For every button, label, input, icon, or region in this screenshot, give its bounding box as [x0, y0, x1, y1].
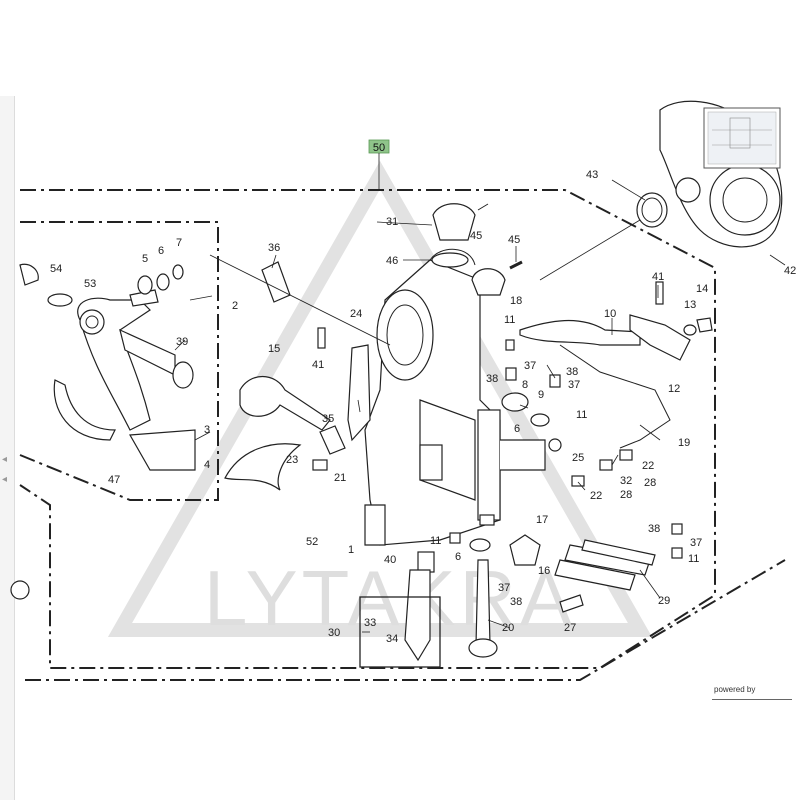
assembly-boundary-outer [25, 559, 786, 681]
callout-38b: 38 [566, 366, 578, 378]
callout-6: 6 [158, 245, 164, 257]
callout-23: 23 [286, 454, 298, 466]
callout-6c: 6 [455, 551, 461, 563]
callout-47: 47 [108, 474, 120, 486]
left-scroll-bar[interactable]: ◂ ◂ [0, 96, 15, 800]
callout-14: 14 [696, 283, 708, 295]
callout-20: 20 [502, 622, 514, 634]
callout-16: 16 [538, 565, 550, 577]
callout-21: 21 [334, 472, 346, 484]
callout-45b: 45 [508, 234, 520, 246]
callout-25: 25 [572, 452, 584, 464]
callout-labels: 1 2 3 4 5 6 6 6 7 8 9 10 11 11 11 11 12 … [50, 169, 796, 645]
callout-11: 11 [504, 314, 515, 326]
callout-52: 52 [306, 536, 318, 548]
callout-11b: 11 [576, 409, 587, 421]
lever-assembly [10, 263, 196, 600]
callout-1: 1 [348, 544, 354, 556]
callout-35: 35 [322, 413, 334, 425]
callout-34: 34 [386, 633, 398, 645]
callout-33: 33 [364, 617, 376, 629]
callout-45: 45 [470, 230, 482, 242]
callout-5: 5 [142, 253, 148, 265]
callout-38c: 38 [648, 523, 660, 535]
callout-43: 43 [586, 169, 598, 181]
callout-22: 22 [642, 460, 654, 472]
callout-7: 7 [176, 237, 182, 249]
callout-37b: 37 [568, 379, 580, 391]
callout-19: 19 [678, 437, 690, 449]
callout-54: 54 [50, 263, 62, 275]
callout-28: 28 [644, 477, 656, 489]
callout-38d: 38 [510, 596, 522, 608]
assembly-thumbnail[interactable] [659, 100, 783, 248]
callout-53: 53 [84, 278, 96, 290]
chevron-left-icon[interactable]: ◂ [2, 474, 8, 485]
assembly-boundary-inner [19, 221, 219, 501]
assembly-boundary-main [19, 189, 716, 669]
callout-12: 12 [668, 383, 680, 395]
callout-36: 36 [268, 242, 280, 254]
callout-40: 40 [384, 554, 396, 566]
callout-41: 41 [312, 359, 324, 371]
callout-38: 38 [486, 373, 498, 385]
callout-30: 30 [328, 627, 340, 639]
callout-37d: 37 [498, 582, 510, 594]
callout-41b: 41 [652, 271, 664, 283]
leader-lines [174, 179, 786, 633]
callout-4: 4 [204, 459, 210, 471]
callout-28b: 28 [620, 489, 632, 501]
callout-3: 3 [204, 424, 210, 436]
callout-24: 24 [350, 308, 362, 320]
callout-27: 27 [564, 622, 576, 634]
callout-17: 17 [536, 514, 548, 526]
callout-22b: 22 [590, 490, 602, 502]
callout-15: 15 [268, 343, 280, 355]
callout-37: 37 [524, 360, 536, 372]
callout-31: 31 [386, 216, 398, 228]
callout-6b: 6 [514, 423, 520, 435]
callout-8: 8 [522, 379, 528, 391]
callout-18: 18 [510, 295, 522, 307]
callout-13: 13 [684, 299, 696, 311]
powered-by-text: powered by [714, 685, 756, 694]
callout-39: 39 [176, 336, 188, 348]
callout-32: 32 [620, 475, 632, 487]
callout-46: 46 [386, 255, 398, 267]
watermark-text: LYTAKRA [204, 554, 576, 642]
callout-2: 2 [232, 300, 238, 312]
callout-10: 10 [604, 308, 616, 320]
callout-37c: 37 [690, 537, 702, 549]
powered-by-divider [712, 699, 792, 700]
chevron-left-icon[interactable]: ◂ [2, 454, 8, 465]
callout-42: 42 [784, 265, 796, 277]
callout-11d: 11 [688, 553, 699, 565]
main-housing [364, 248, 546, 546]
svg-text:50: 50 [373, 142, 385, 154]
callout-9: 9 [538, 389, 544, 401]
callout-11c: 11 [430, 535, 441, 547]
callout-29: 29 [658, 595, 670, 607]
group-label-50[interactable]: 50 [368, 139, 390, 190]
